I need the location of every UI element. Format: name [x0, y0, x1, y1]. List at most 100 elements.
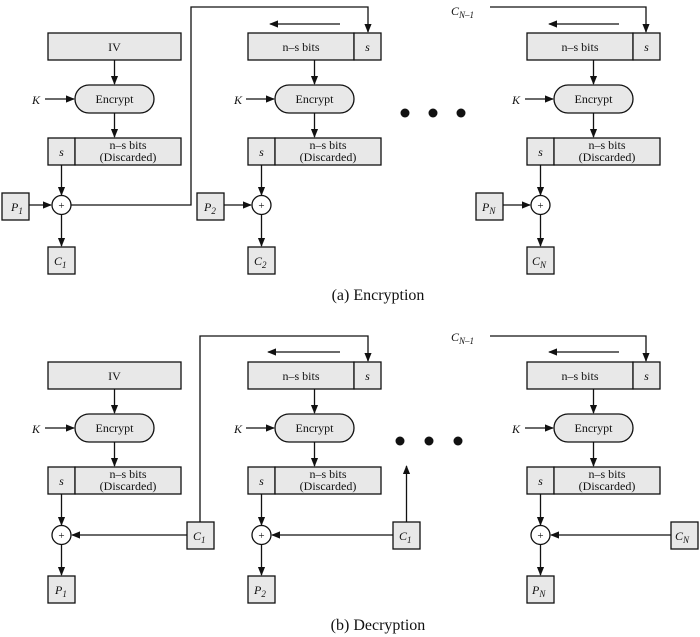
- shift-register-bits: [526, 361, 634, 390]
- discarded-bits-segment: [74, 466, 182, 495]
- dec-stage-2: n–s bits s K Encrypt s n–s bits (Discard…: [233, 348, 421, 604]
- s-bits-segment: [247, 466, 276, 495]
- xor-symbol: +: [58, 530, 64, 542]
- s-label: s: [59, 474, 64, 488]
- enc-stage-1: IV K Encrypt s n–s bits (Discarded) + P1…: [1, 32, 182, 275]
- feedback-line: [490, 6, 650, 33]
- key-label: K: [31, 422, 41, 436]
- iv-label: IV: [108, 369, 121, 383]
- key-label: K: [31, 93, 41, 107]
- plaintext-output-label: P1: [54, 583, 67, 599]
- xor-symbol: +: [258, 530, 264, 542]
- ciphertext-output-box: [526, 246, 555, 275]
- ns-bits-label: n–s bits: [109, 138, 146, 152]
- xor-node: [530, 524, 551, 546]
- encryption-caption: (a) Encryption: [332, 287, 425, 304]
- xor-node: [51, 524, 72, 546]
- ellipsis: [395, 436, 463, 446]
- plaintext-input-label: P1: [10, 200, 23, 216]
- discarded-bits-segment: [553, 466, 661, 495]
- key-label: K: [511, 93, 521, 107]
- shift-register-bits-label: n–s bits: [561, 40, 598, 54]
- shift-register-bits: [247, 361, 355, 390]
- discarded-bits-segment: [553, 137, 661, 166]
- key-label: K: [511, 422, 521, 436]
- decryption-section: IV K Encrypt s n–s bits (Discarded) + C1…: [31, 330, 699, 634]
- encrypt-label: Encrypt: [296, 421, 335, 435]
- plaintext-output-box: [247, 575, 276, 604]
- shift-register-s: [632, 361, 661, 390]
- ciphertext-output-label: C2: [254, 254, 267, 270]
- ciphertext-output-label: C1: [54, 254, 67, 270]
- encryption-section: IV K Encrypt s n–s bits (Discarded) + P1…: [1, 4, 661, 304]
- plaintext-output-box: [526, 575, 555, 604]
- encrypt-label: Encrypt: [575, 92, 614, 106]
- ciphertext-output-box: [47, 246, 76, 275]
- ciphertext-input-box: [670, 521, 699, 550]
- shift-register-s-label: s: [365, 369, 370, 383]
- shift-register-s: [353, 32, 382, 61]
- xor-node: [530, 194, 551, 216]
- s-bits-segment: [526, 466, 555, 495]
- plaintext-output-label: PN: [531, 583, 546, 599]
- encrypt-label: Encrypt: [575, 421, 614, 435]
- encrypt-label: Encrypt: [96, 421, 135, 435]
- discarded-bits-segment: [274, 466, 382, 495]
- feedback-label: CN–1: [451, 330, 474, 346]
- discarded-label: (Discarded): [300, 479, 357, 493]
- ciphertext-input-label: C1: [193, 529, 206, 545]
- s-label: s: [259, 145, 264, 159]
- shift-register-bits-label: n–s bits: [282, 369, 319, 383]
- enc-stage-2: n–s bits s K Encrypt s n–s bits (Discard…: [196, 20, 382, 275]
- decryption-caption: (b) Decryption: [331, 617, 426, 634]
- dec-stage-n: CN–1 n–s bits s K Encrypt s n–s bits (Di…: [451, 330, 699, 604]
- key-label: K: [233, 93, 243, 107]
- shift-register-bits-label: n–s bits: [282, 40, 319, 54]
- s-bits-segment: [526, 137, 555, 166]
- ciphertext-output-label: CN: [532, 254, 547, 270]
- shift-register-s-label: s: [365, 40, 370, 54]
- xor-node: [251, 524, 272, 546]
- s-label: s: [259, 474, 264, 488]
- enc-stage-n: CN–1 n–s bits s K Encrypt s n–s bits (Di…: [451, 4, 661, 275]
- ciphertext-output-box: [247, 246, 276, 275]
- dec-feedback-line-1: [199, 335, 372, 522]
- dec-stage-1: IV K Encrypt s n–s bits (Discarded) + C1…: [31, 361, 215, 604]
- plaintext-input-label: PN: [481, 200, 496, 216]
- plaintext-output-label: P2: [253, 583, 266, 599]
- encrypt-label: Encrypt: [296, 92, 335, 106]
- ns-bits-label: n–s bits: [309, 467, 346, 481]
- encrypt-label: Encrypt: [96, 92, 135, 106]
- ciphertext-input-label: CN: [675, 529, 690, 545]
- plaintext-input-box: [1, 192, 30, 221]
- shift-register-s: [632, 32, 661, 61]
- shift-register-s: [353, 361, 382, 390]
- discarded-bits-segment: [74, 137, 182, 166]
- iv-register: [47, 361, 182, 390]
- shift-register-s-label: s: [644, 369, 649, 383]
- plaintext-input-box: [196, 192, 225, 221]
- s-label: s: [59, 145, 64, 159]
- discarded-bits-segment: [274, 137, 382, 166]
- xor-symbol: +: [537, 530, 543, 542]
- xor-symbol: +: [258, 200, 264, 212]
- key-label: K: [233, 422, 243, 436]
- shift-register-bits-label: n–s bits: [561, 369, 598, 383]
- discarded-label: (Discarded): [579, 479, 636, 493]
- plaintext-input-label: P2: [203, 200, 216, 216]
- ellipsis: [400, 108, 466, 118]
- iv-label: IV: [108, 40, 121, 54]
- ns-bits-label: n–s bits: [588, 467, 625, 481]
- s-label: s: [538, 145, 543, 159]
- discarded-label: (Discarded): [100, 150, 157, 164]
- shift-register-s-label: s: [644, 40, 649, 54]
- discarded-label: (Discarded): [100, 479, 157, 493]
- plaintext-input-box: [475, 192, 504, 221]
- xor-symbol: +: [537, 200, 543, 212]
- ns-bits-label: n–s bits: [588, 138, 625, 152]
- discarded-label: (Discarded): [579, 150, 636, 164]
- plaintext-output-box: [47, 575, 76, 604]
- ciphertext-input-label: C1: [399, 529, 412, 545]
- s-label: s: [538, 474, 543, 488]
